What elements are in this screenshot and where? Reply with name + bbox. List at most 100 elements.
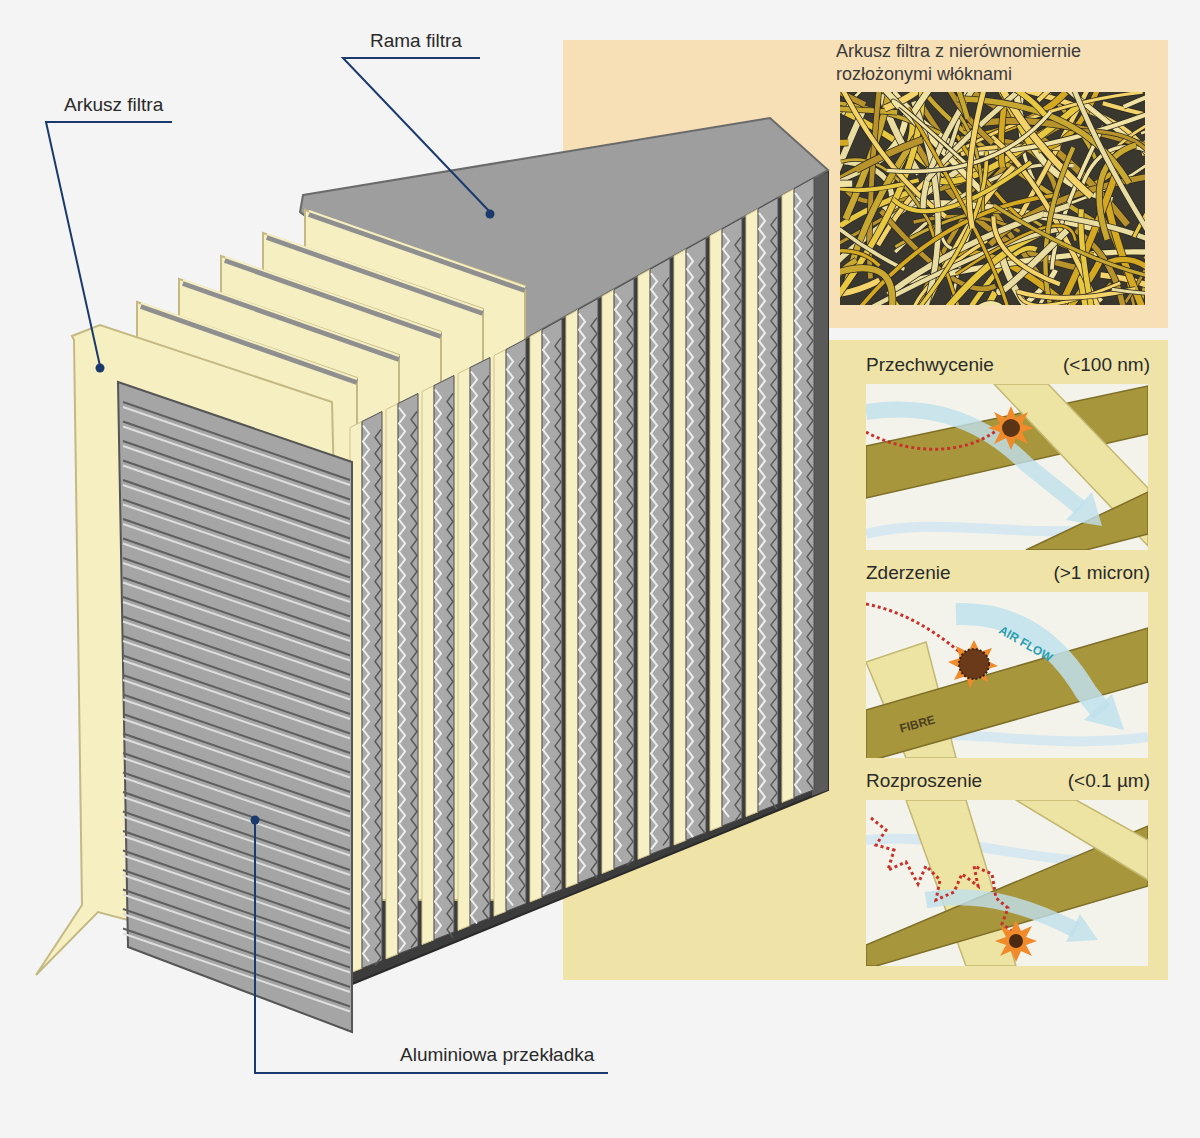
interception-picture [866, 384, 1148, 550]
leader-dot [486, 210, 495, 219]
corrugation-highlight [123, 661, 350, 739]
spacer-wave [519, 358, 525, 902]
pleat-sheet [746, 209, 758, 817]
corrugation-line [123, 890, 350, 968]
fibre-strand [840, 92, 1045, 115]
spacer-wave [795, 193, 801, 793]
fibre-strand [956, 226, 1075, 275]
corrugation-highlight [123, 407, 350, 485]
fibre-sheet-panel: Arkusz filtra z nierównomiernie rozłożon… [836, 40, 1150, 92]
corrugation-highlight [123, 583, 350, 661]
corrugation-line [123, 480, 350, 558]
spacer-wave [699, 257, 705, 833]
spacer-wave [723, 233, 729, 817]
leader-dot [96, 364, 105, 373]
corrugation-highlight [123, 680, 350, 758]
leader-line [255, 822, 608, 1073]
pleat-spacer [758, 198, 778, 812]
spacer-wave [483, 376, 489, 920]
spacer-wave [447, 394, 453, 938]
air-flow-arrow [956, 614, 1102, 712]
leader-lines [46, 58, 608, 1073]
spacer-wave [471, 372, 477, 924]
pleat-spacer [722, 218, 742, 826]
corrugation-line [123, 851, 350, 929]
corrugation-highlight [123, 427, 350, 505]
diffusion-picture [866, 800, 1148, 966]
fibre-strand-edge [956, 226, 1075, 275]
pleat-sheet [782, 189, 794, 803]
part-label: Aluminiowa przekładka [400, 1044, 594, 1067]
particle [1009, 934, 1023, 948]
fibre-strand [888, 206, 1069, 295]
mechanism-panel: Przechwycenie(<100 nm) [862, 351, 1152, 551]
corrugation-line [123, 578, 350, 656]
arrow-head [1084, 694, 1124, 730]
fibre-strand-edge [893, 101, 965, 163]
fibre-strand-edge [1141, 127, 1145, 198]
fibre-strand-edge [840, 195, 1055, 305]
corrugation-line [123, 539, 350, 617]
pleat-sheet [566, 310, 578, 888]
mechanism-panel: Rozproszenie(<0.1 µm) [862, 767, 1152, 967]
spacer-wave [579, 314, 585, 874]
particle [959, 649, 989, 679]
spacer-wave [771, 217, 777, 809]
pleat-spacer [506, 339, 526, 912]
panel-heading: Rozproszenie [866, 769, 982, 793]
fibre [1026, 492, 1148, 550]
pleat-spacer [362, 412, 382, 969]
pleat-spacer [578, 299, 598, 884]
pleat-sheet [602, 290, 614, 874]
fibre-strand-edge [840, 173, 858, 211]
corrugation-highlight [123, 466, 350, 544]
corrugation-line [123, 656, 350, 734]
spacer-wave [735, 237, 741, 821]
fibre-strand-edge [1112, 247, 1145, 294]
corrugation-highlight [123, 817, 350, 895]
aluminium-spacer [118, 382, 352, 1032]
fibre-strand [893, 101, 965, 163]
particle [1002, 419, 1020, 437]
impact-star [988, 406, 1034, 450]
panel-ground [866, 800, 1148, 966]
pleat-sheet [674, 249, 686, 845]
fibre-strand [1112, 247, 1145, 294]
corrugation-line [123, 870, 350, 948]
particle-path [866, 426, 1002, 449]
arrow-head [1066, 914, 1098, 942]
spacer-corrugation [123, 402, 350, 1012]
fibre-strand [934, 303, 1000, 305]
pleat-sheet [386, 404, 398, 959]
corrugation-highlight [123, 700, 350, 778]
corrugation-highlight [123, 602, 350, 680]
pleat-sheet [458, 368, 470, 931]
corrugation-highlight [123, 836, 350, 914]
corrugation-line [123, 675, 350, 753]
pleat-sheet [422, 386, 434, 945]
spacer-wave [543, 334, 549, 894]
fibre-strand-edge [840, 268, 892, 305]
fibre-strand-edge [1063, 92, 1145, 251]
fibre-strand [1141, 127, 1145, 198]
corrugation-highlight [123, 563, 350, 641]
heading-row: Rozproszenie(<0.1 µm) [862, 767, 1152, 793]
fibre-strand [840, 184, 852, 223]
corrugation-line [123, 929, 350, 1007]
panel-heading: Arkusz filtra z nierównomiernie rozłożon… [836, 40, 1150, 85]
corrugation-line [123, 714, 350, 792]
fibre-strand-edge [840, 184, 852, 223]
spacer-wave [375, 430, 381, 966]
heading-row: Przechwycenie(<100 nm) [862, 351, 1152, 377]
spacer-wave [807, 197, 813, 789]
corrugation-line [123, 831, 350, 909]
corrugation-line [123, 773, 350, 851]
fibre-strand-edge [969, 92, 1001, 228]
impaction-picture [866, 592, 1148, 762]
fibre-strand-edge [994, 205, 1145, 284]
fibre-strand [994, 205, 1145, 284]
impact-star [948, 640, 998, 688]
fibre-strand-edge [877, 92, 968, 119]
air-flow-arrow [866, 410, 1081, 508]
corrugation-line [123, 812, 350, 890]
